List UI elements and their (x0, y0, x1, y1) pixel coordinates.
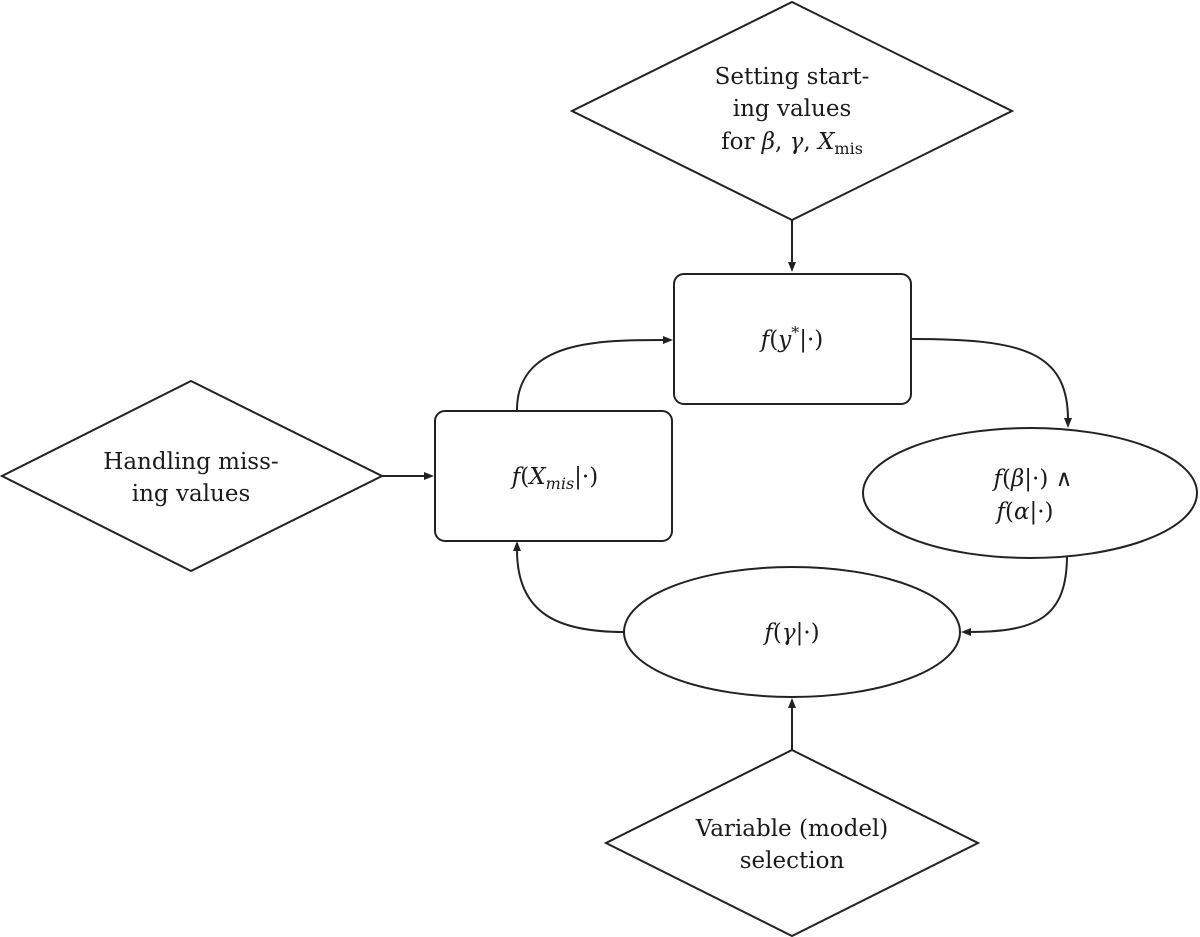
arrowhead (513, 541, 521, 551)
arrowhead (788, 698, 796, 708)
selection-label-line-2: selection (740, 848, 845, 874)
arrow-y-star-to-beta-alpha (910, 338, 1069, 421)
variable-selection-diamond: Variable (model) selection (603, 748, 981, 937)
gamma-label: f(γ|·) (762, 620, 819, 646)
arrow-x-mis-to-y-star (516, 339, 665, 411)
start-label-line-3: for β, γ, Xmis (721, 129, 863, 158)
missing-label-line-1: Handling miss- (103, 449, 278, 475)
beta-label: f(β|·) ∧ (992, 466, 1073, 492)
gamma-ellipse: f(γ|·) (623, 566, 961, 698)
arrowhead (663, 336, 673, 344)
arrowhead (961, 628, 971, 636)
arrow-beta-alpha-to-gamma (969, 554, 1068, 633)
selection-label-line-1: Variable (model) (695, 816, 889, 842)
arrow-gamma-to-x-mis (516, 549, 625, 633)
y-star-box: f(y*|·) (673, 273, 912, 405)
missing-label-line-2: ing values (132, 481, 251, 507)
connectors (382, 220, 1072, 750)
start-values-diamond: Setting start- ing values for β, γ, Xmis (569, 0, 1015, 222)
arrowhead (424, 472, 434, 480)
arrowhead (788, 262, 796, 272)
x-mis-label: f(Xmis|·) (510, 464, 598, 493)
x-mis-box: f(Xmis|·) (434, 410, 673, 542)
y-star-label: f(y*|·) (759, 323, 824, 353)
beta-alpha-ellipse: f(β|·) ∧ f(α|·) (862, 427, 1198, 559)
missing-values-diamond: Handling miss- ing values (0, 379, 385, 573)
start-label-line-2: ing values (733, 96, 852, 122)
alpha-label: f(α|·) (994, 499, 1053, 525)
start-label-line-1: Setting start- (715, 64, 870, 90)
arrowhead (1064, 418, 1072, 428)
